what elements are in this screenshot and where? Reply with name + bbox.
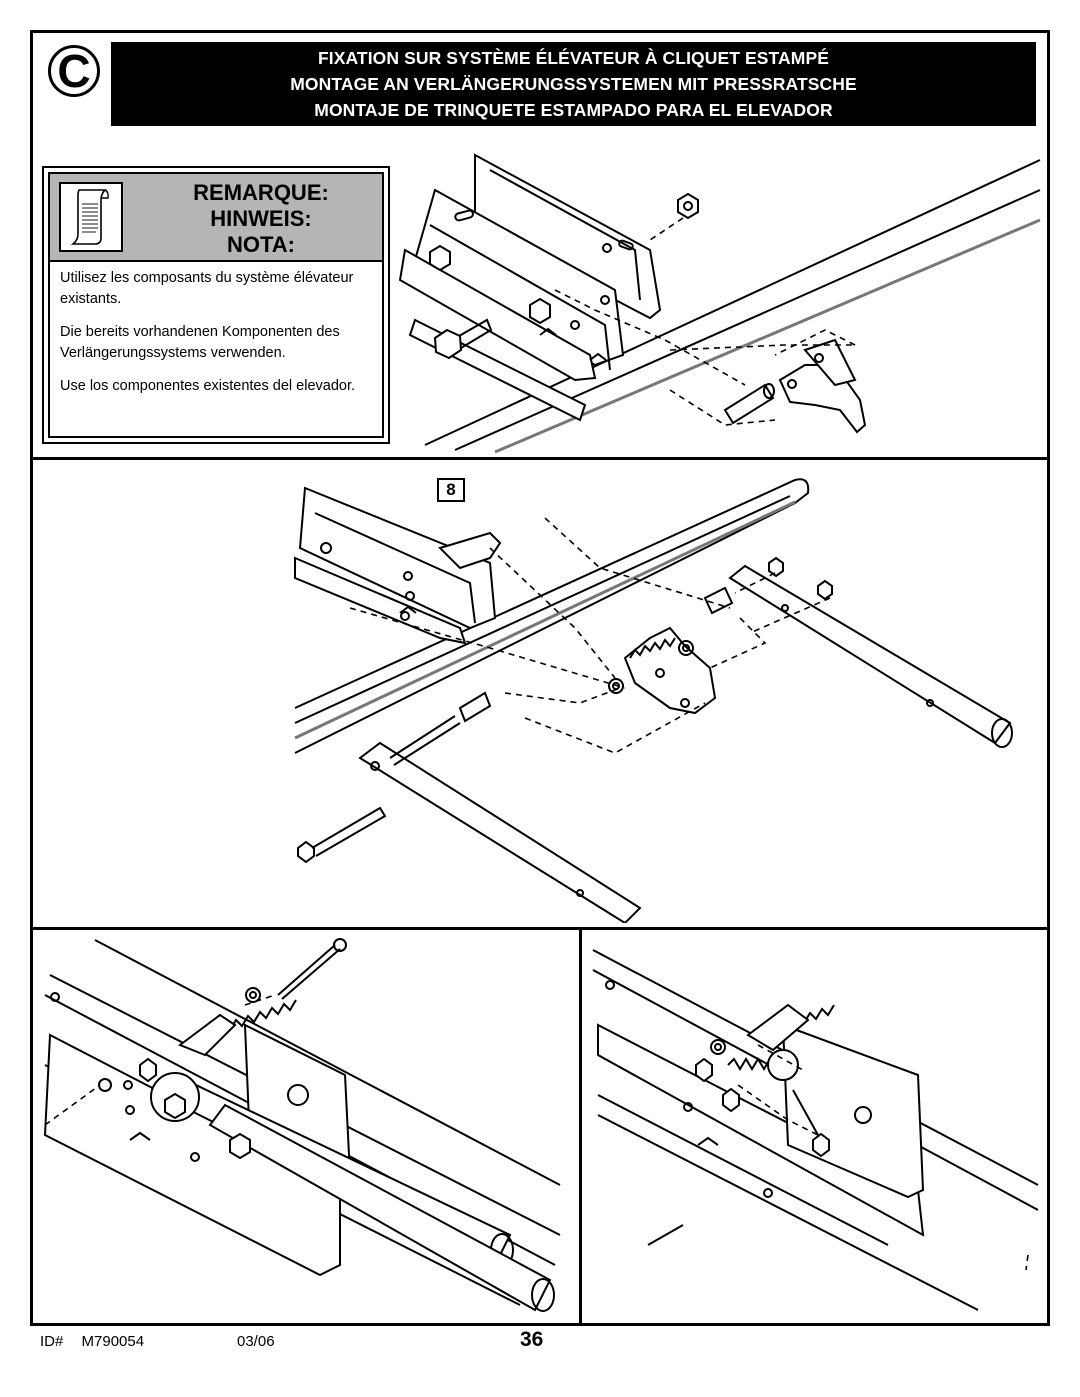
panel-bottom-right xyxy=(579,927,1050,1326)
footer-document-id: ID# M790054 xyxy=(40,1333,144,1350)
banner-title-fr: FIXATION SUR SYSTÈME ÉLÉVATEUR À CLIQUET… xyxy=(317,48,830,68)
footer-date: 03/06 xyxy=(237,1333,275,1350)
note-text-fr: Utilisez les composants du système éléva… xyxy=(60,270,354,307)
note-document-icon xyxy=(59,182,123,252)
note-box: REMARQUE: HINWEIS: NOTA: Utilisez les co… xyxy=(42,166,390,444)
footer-id-label: ID# xyxy=(40,1333,64,1350)
section-letter: C xyxy=(57,45,91,97)
note-body: Utilisez les composants du système éléva… xyxy=(60,268,374,409)
note-title-de: HINWEIS: xyxy=(210,206,312,231)
note-title-es: NOTA: xyxy=(226,232,296,257)
note-text-es: Use los componentes existentes del eleva… xyxy=(60,378,356,394)
note-title-fr: REMARQUE: xyxy=(193,180,329,205)
banner-title-de: MONTAGE AN VERLÄNGERUNGSSYSTEMEN MIT PRE… xyxy=(290,74,857,94)
banner-title-es: MONTAJE DE TRINQUETE ESTAMPADO PARA EL E… xyxy=(314,100,833,120)
section-letter-badge: C xyxy=(48,45,100,97)
illustration-existing-components xyxy=(398,153,1041,454)
callout-step-8: 8 xyxy=(437,478,465,502)
title-banner: FIXATION SUR SYSTÈME ÉLÉVATEUR À CLIQUET… xyxy=(111,42,1036,126)
note-header: REMARQUE: HINWEIS: NOTA: xyxy=(50,174,382,262)
illustration-ratchet-assembly xyxy=(294,478,1013,923)
illustration-assembled-ratchet xyxy=(43,938,561,1312)
footer-id-value: M790054 xyxy=(81,1333,145,1350)
note-text-de: Die bereits vorhandenen Komponenten des … xyxy=(60,324,340,361)
illustration-spring-pawl-detail xyxy=(592,949,1039,1311)
page-number: 36 xyxy=(520,1328,544,1351)
